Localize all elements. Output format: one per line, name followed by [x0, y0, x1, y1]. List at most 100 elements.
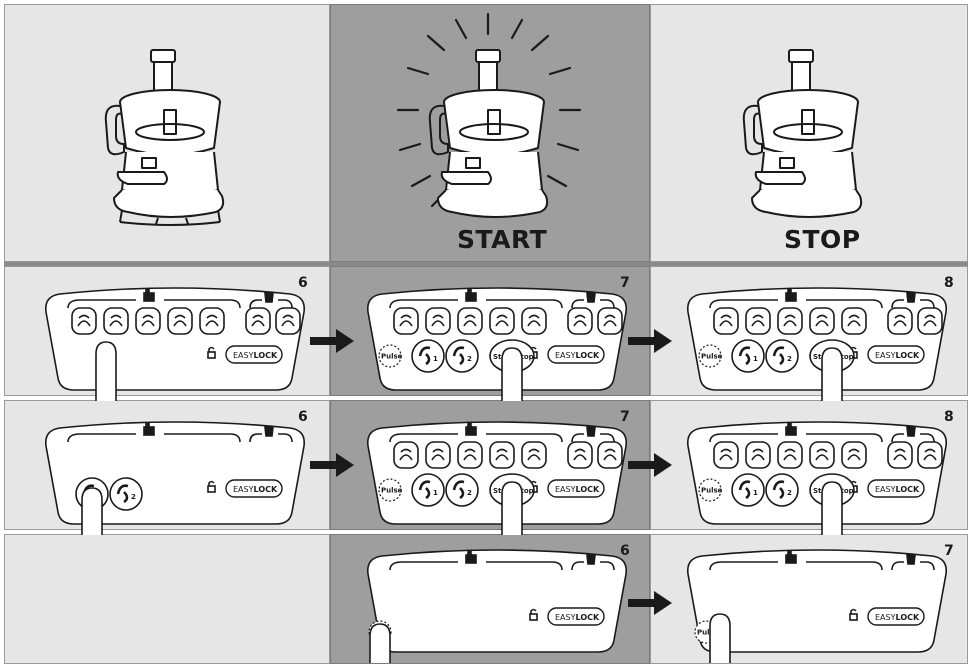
- pulse-button[interactable]: Pulse: [698, 344, 723, 368]
- easylock-button[interactable]: EASYLOCK: [225, 345, 283, 364]
- step-number: 7: [944, 543, 954, 559]
- speed-1-button[interactable]: 1: [411, 473, 445, 507]
- bowl-icon: [465, 550, 477, 564]
- bowl-group-bracket: [389, 561, 563, 571]
- step-number: 7: [620, 409, 630, 425]
- chopping-icon[interactable]: [745, 441, 771, 469]
- bowl-icon: [785, 422, 797, 436]
- grating-icon[interactable]: [777, 307, 803, 335]
- blend-icon[interactable]: [567, 441, 593, 469]
- pulse-label: Pulse: [701, 487, 723, 495]
- bowl-group-bracket: [709, 433, 883, 443]
- start-label: START: [457, 225, 548, 254]
- grating-icon[interactable]: [457, 307, 483, 335]
- blender-jar-icon: [586, 426, 596, 437]
- padlock-icon: [849, 608, 858, 621]
- dough-icon[interactable]: [393, 441, 419, 469]
- easylock-button[interactable]: EASYLOCK: [547, 345, 605, 364]
- speed-2-button[interactable]: 2: [445, 473, 479, 507]
- whisk-icon[interactable]: [809, 307, 835, 335]
- pulse-button[interactable]: Pulse: [378, 478, 403, 502]
- smoothie-icon[interactable]: [275, 307, 301, 335]
- easylock-button[interactable]: EASYLOCK: [867, 607, 925, 626]
- speed-1-button[interactable]: 1: [731, 473, 765, 507]
- control-panel: EASYLOCK 2: [44, 421, 306, 535]
- bowl-group-bracket: [67, 433, 241, 443]
- grating-icon[interactable]: [777, 441, 803, 469]
- chopping-icon[interactable]: [425, 307, 451, 335]
- arrow-right-icon: [628, 453, 672, 477]
- chopping-icon[interactable]: [425, 441, 451, 469]
- jar-group-bracket: [571, 299, 615, 309]
- jar-group-bracket: [891, 299, 935, 309]
- padlock-icon: [207, 480, 216, 493]
- slicing-icon[interactable]: [521, 307, 547, 335]
- stop-label: STOP: [784, 225, 861, 254]
- jar-group-bracket: [249, 299, 293, 309]
- easylock-button[interactable]: EASYLOCK: [547, 607, 605, 626]
- whisk-icon[interactable]: [489, 307, 515, 335]
- speed-1-button[interactable]: 1: [411, 339, 445, 373]
- cell-row3-empty: [4, 534, 330, 664]
- slicing-icon[interactable]: [199, 307, 225, 335]
- panel-outline: [686, 549, 948, 653]
- whisk-icon[interactable]: [489, 441, 515, 469]
- smoothie-icon[interactable]: [917, 307, 943, 335]
- dough-icon[interactable]: [71, 307, 97, 335]
- chopping-icon[interactable]: [745, 307, 771, 335]
- slicing-icon[interactable]: [841, 441, 867, 469]
- smoothie-icon[interactable]: [597, 441, 623, 469]
- slicing-icon[interactable]: [841, 307, 867, 335]
- blender-jar-icon: [264, 292, 274, 303]
- jar-group-bracket: [571, 561, 615, 571]
- bowl-icon: [465, 288, 477, 302]
- speed-label: 1: [433, 489, 438, 497]
- blend-icon[interactable]: [567, 307, 593, 335]
- whisk-icon[interactable]: [809, 441, 835, 469]
- speed-2-button[interactable]: 2: [109, 477, 143, 511]
- dough-icon[interactable]: [393, 307, 419, 335]
- easylock-button[interactable]: EASYLOCK: [547, 479, 605, 498]
- smoothie-icon[interactable]: [597, 307, 623, 335]
- speed-label: 2: [131, 493, 136, 501]
- finger-icon: [81, 487, 103, 535]
- speed-2-button[interactable]: 2: [445, 339, 479, 373]
- arrow-right-icon: [310, 329, 354, 353]
- grating-icon[interactable]: [457, 441, 483, 469]
- speed-2-button[interactable]: 2: [765, 339, 799, 373]
- blender-jar-icon: [906, 554, 916, 565]
- pulse-button[interactable]: Pulse: [698, 478, 723, 502]
- blend-icon[interactable]: [887, 441, 913, 469]
- bowl-group-bracket: [67, 299, 241, 309]
- smoothie-icon[interactable]: [917, 441, 943, 469]
- bowl-group-bracket: [389, 299, 563, 309]
- speed-2-button[interactable]: 2: [765, 473, 799, 507]
- whisk-icon[interactable]: [167, 307, 193, 335]
- bowl-group-bracket: [709, 561, 883, 571]
- bowl-icon: [143, 288, 155, 302]
- easylock-text: EASYLOCK: [555, 613, 600, 622]
- blend-icon[interactable]: [887, 307, 913, 335]
- blend-icon[interactable]: [245, 307, 271, 335]
- speed-label: 1: [433, 355, 438, 363]
- grating-icon[interactable]: [135, 307, 161, 335]
- step-number: 6: [298, 275, 308, 291]
- easylock-text: EASYLOCK: [875, 613, 920, 622]
- chopping-icon[interactable]: [103, 307, 129, 335]
- blade-icon: [772, 480, 785, 500]
- dough-icon[interactable]: [713, 441, 739, 469]
- easylock-button[interactable]: EASYLOCK: [225, 479, 283, 498]
- speed-label: 2: [787, 355, 792, 363]
- slicing-icon[interactable]: [521, 441, 547, 469]
- blade-icon: [738, 480, 751, 500]
- easylock-text: EASYLOCK: [233, 485, 278, 494]
- pulse-label: Pulse: [701, 353, 723, 361]
- dough-icon[interactable]: [713, 307, 739, 335]
- easylock-text: EASYLOCK: [233, 351, 278, 360]
- speed-1-button[interactable]: 1: [731, 339, 765, 373]
- food-processor-running-illustration: [396, 12, 582, 218]
- step-number: 8: [944, 409, 954, 425]
- easylock-button[interactable]: EASYLOCK: [867, 345, 925, 364]
- easylock-button[interactable]: EASYLOCK: [867, 479, 925, 498]
- pulse-button[interactable]: Pulse: [378, 344, 403, 368]
